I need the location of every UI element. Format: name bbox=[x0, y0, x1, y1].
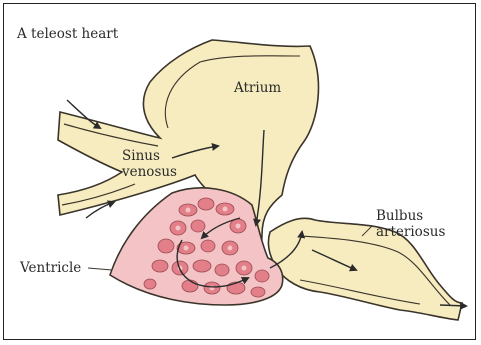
ventricle-leader-line bbox=[88, 268, 112, 270]
sinus-label-line2: venosus bbox=[121, 164, 177, 180]
outflow-arrow bbox=[440, 305, 466, 306]
sinus-label-line1: Sinus bbox=[122, 148, 160, 164]
diagram-title: A teleost heart bbox=[16, 26, 119, 42]
ventricle-label: Ventricle bbox=[19, 260, 81, 276]
bulbus-label-line1: Bulbus bbox=[376, 208, 423, 224]
atrium-label: Atrium bbox=[233, 80, 281, 96]
bulbus-label-line2: arteriosus bbox=[376, 224, 445, 240]
